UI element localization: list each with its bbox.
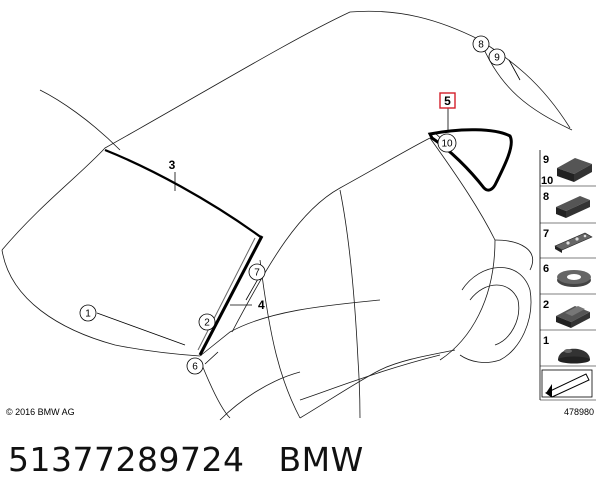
grommet-icon [557, 270, 591, 287]
part-number: 51377289724 [8, 440, 245, 479]
leader-lines [96, 59, 521, 365]
callout-9: 9 [488, 48, 506, 66]
svg-text:8: 8 [543, 191, 549, 203]
wedge-pad-icon [556, 306, 590, 328]
svg-text:1: 1 [85, 309, 91, 320]
svg-text:5: 5 [444, 94, 451, 108]
foam-block-icon [556, 196, 590, 218]
windshield-seal [104, 148, 263, 239]
part-number-line: 51377289724 BMW [8, 440, 364, 479]
callout-10: 10 [437, 133, 457, 153]
a-pillar-trim [198, 235, 264, 356]
dome-cap-icon [558, 348, 590, 364]
svg-text:2: 2 [204, 318, 210, 329]
callout-7: 7 [248, 263, 266, 281]
quarter-window-seal [427, 128, 513, 192]
arrow-icon [541, 369, 593, 398]
diagram-number: 478980 [564, 407, 594, 417]
brand-name: BMW [278, 440, 364, 479]
svg-text:9: 9 [494, 53, 500, 64]
parts-legend: 9 10 8 7 6 2 [539, 150, 596, 401]
label-5-highlight: 5 [439, 92, 456, 109]
svg-text:10: 10 [441, 139, 453, 150]
svg-text:8: 8 [478, 40, 484, 51]
foam-pad-icon [557, 158, 592, 182]
copyright-text: © 2016 BMW AG [6, 407, 75, 417]
callout-2: 2 [198, 313, 216, 331]
car-outline [1, 10, 573, 421]
svg-text:6: 6 [543, 263, 549, 275]
label-4: 4 [258, 298, 265, 312]
clip-icon [554, 232, 593, 253]
svg-text:9: 9 [543, 154, 549, 166]
svg-text:7: 7 [543, 228, 549, 240]
label-3: 3 [169, 158, 176, 172]
svg-text:10: 10 [541, 175, 553, 187]
svg-text:1: 1 [543, 335, 549, 347]
callout-6: 6 [186, 357, 204, 375]
svg-text:2: 2 [543, 299, 549, 311]
callout-1: 1 [79, 304, 97, 322]
callout-8: 8 [472, 35, 490, 53]
svg-text:6: 6 [192, 362, 198, 373]
svg-text:7: 7 [254, 268, 260, 279]
